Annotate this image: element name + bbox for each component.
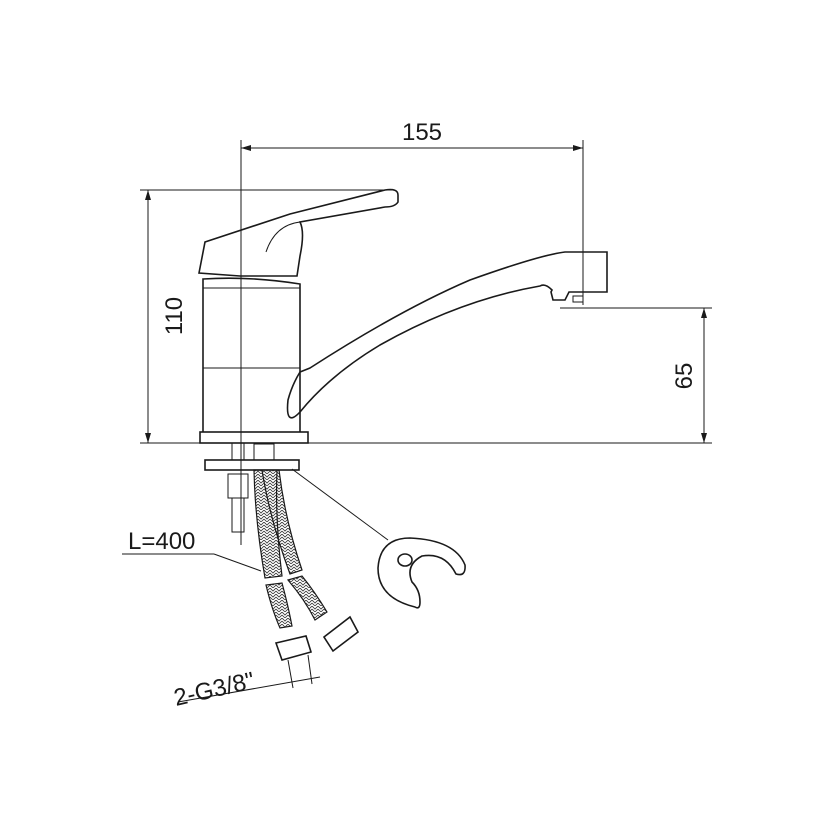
faucet-body xyxy=(198,188,608,444)
dimension-reach: 155 xyxy=(240,119,584,545)
mounting-plate xyxy=(204,459,300,471)
clip-hole xyxy=(397,553,413,567)
dimension-height: 110 xyxy=(140,189,395,443)
body-cylinder xyxy=(202,277,301,432)
braided-hose-left xyxy=(265,582,293,629)
mounting-parts xyxy=(204,442,466,689)
dimension-spout-height: 65 xyxy=(560,307,712,443)
hose-label: L=400 xyxy=(122,528,262,572)
braided-hose-right xyxy=(286,575,328,621)
stud-nut xyxy=(227,473,249,499)
base-plate xyxy=(199,431,309,444)
hose-length-label: L=400 xyxy=(128,528,195,555)
hose-fitting-left xyxy=(274,635,313,661)
height-label: 110 xyxy=(161,297,188,335)
braided-hose-upper xyxy=(253,469,303,579)
connection-size-label: 2-G3/8" xyxy=(171,667,257,712)
spout-height-label: 65 xyxy=(671,363,698,390)
spout xyxy=(286,251,608,419)
hose-fitting-right xyxy=(322,615,360,653)
reach-label: 155 xyxy=(402,119,442,146)
threaded-stud xyxy=(231,497,245,533)
hose-nut xyxy=(253,443,275,461)
lever-handle xyxy=(198,188,399,277)
connection-label: 2-G3/8" xyxy=(171,667,321,712)
handle-curve xyxy=(265,221,301,253)
c-clip xyxy=(377,537,466,609)
aerator xyxy=(572,295,584,303)
leader-line xyxy=(291,468,389,541)
